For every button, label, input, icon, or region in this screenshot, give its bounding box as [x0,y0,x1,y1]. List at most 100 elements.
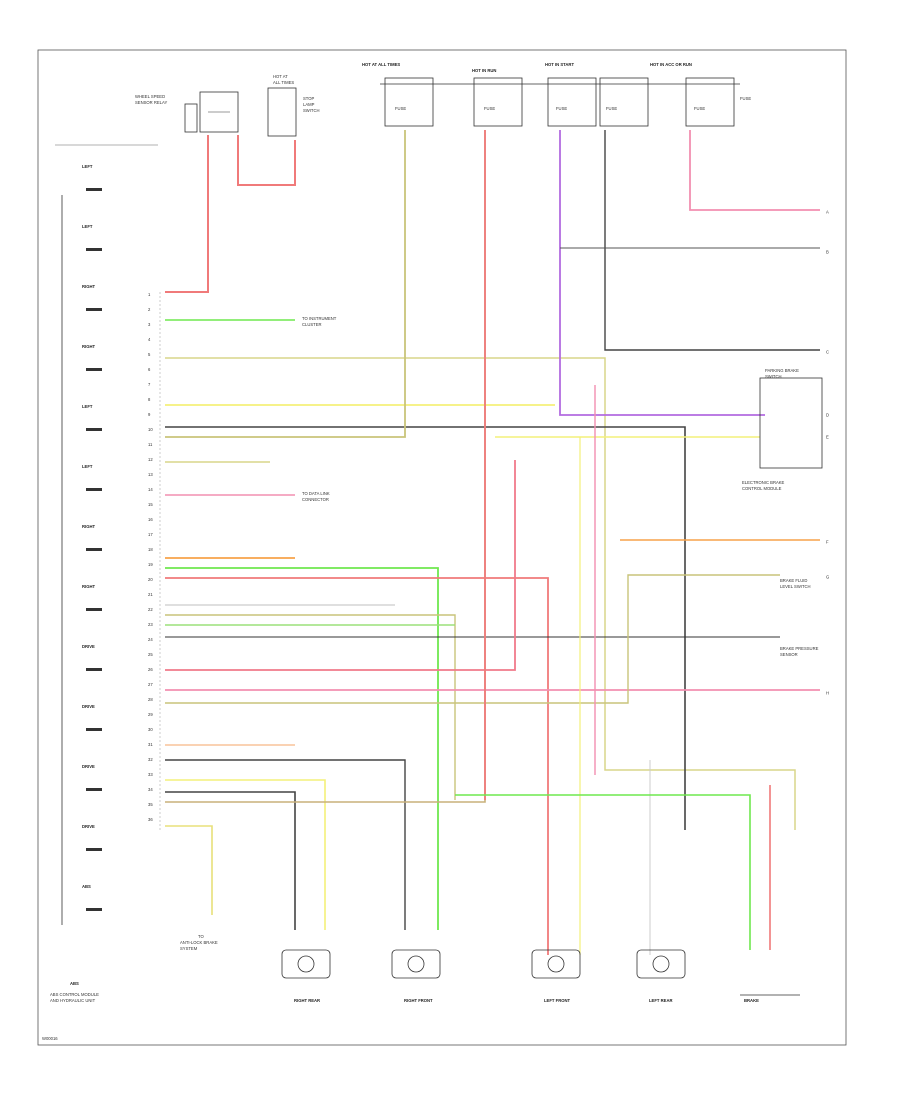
svg-text:CONTROL MODULE: CONTROL MODULE [742,486,782,491]
left-ecu-pin-mark [86,488,102,491]
svg-text:CONNECTOR: CONNECTOR [302,497,329,502]
right-switch-group: PARKING BRAKE SWITCH ELECTRONIC BRAKE CO… [742,368,823,657]
left-ecu-label: RIGHT [82,284,95,289]
left-ecu-label: RIGHT [82,344,95,349]
bottom-component-label: LEFT REAR [649,998,673,1003]
pin-label: 30 [148,727,153,732]
relay-box: WHEEL SPEED SENSOR RELAY [135,91,239,133]
pin-label: 7 [148,382,151,387]
bottom-component-label: RIGHT REAR [294,998,320,1003]
left-ecu-label: RIGHT [82,584,95,589]
left-ecu-pin-mark [86,248,102,251]
svg-text:PARKING BRAKE: PARKING BRAKE [765,368,799,373]
svg-text:FUSE: FUSE [556,106,567,111]
left-ecu-label: ABS [82,884,91,889]
sensor-icon [407,955,425,973]
sensor-icon [297,955,315,973]
left-ecu-pin-mark [86,368,102,371]
svg-text:BRAKE PRESSURE: BRAKE PRESSURE [780,646,819,651]
left-ecu-label: LEFT [82,224,93,229]
pin-label: 8 [148,397,151,402]
bottom-components: RIGHT REAR RIGHT FRONT LEFT FRONT LEFT REAR… [281,949,800,1003]
ecu-pin-column: 1234567891011121314151617181920212223242… [148,292,161,832]
pin-label: 17 [148,532,153,537]
left-ecu-pin-mark [86,548,102,551]
pin-label: 16 [148,517,153,522]
left-ecu-pin-mark [86,848,102,851]
pin-label: 14 [148,487,153,492]
svg-text:FUSE: FUSE [395,106,406,111]
pin-label: 18 [148,547,153,552]
top-label-0: HOT AT ALL TIMES [362,62,400,67]
svg-text:ALL TIMES: ALL TIMES [273,80,294,85]
svg-text:SWITCH: SWITCH [303,108,320,113]
left-ecu-pin-mark [86,788,102,791]
right-end-label: G [826,575,829,580]
svg-text:ANTI-LOCK BRAKE: ANTI-LOCK BRAKE [180,940,218,945]
left-ecu-label: LEFT [82,464,93,469]
pin-label: 22 [148,607,153,612]
right-end-label: H [826,691,829,696]
left-ecu-pin-mark [86,728,102,731]
left-ecu-label-stack: LEFTLEFTRIGHTRIGHTLEFTLEFTRIGHTRIGHTDRIV… [61,164,102,925]
svg-text:TO: TO [198,934,204,939]
left-ecu-pin-mark [86,608,102,611]
pin-label: 23 [148,622,153,627]
left-ecu-label: LEFT [82,164,93,169]
fuse-block: HOT AT ALL TIMES HOT IN RUN HOT IN START… [362,62,751,127]
svg-text:SENSOR: SENSOR [780,652,798,657]
right-end-label: D [826,413,829,418]
left-ecu-pin-mark [86,188,102,191]
pin-label: 3 [148,322,151,327]
sensor-icon [547,955,565,973]
top-label-2: HOT IN START [545,62,574,67]
pin-label: 1 [148,292,151,297]
right-end-label: A [826,210,829,215]
svg-text:ABS CONTROL MODULE: ABS CONTROL MODULE [50,992,99,997]
pin-label: 9 [148,412,151,417]
svg-text:FUSE: FUSE [740,96,751,101]
pin-label: 27 [148,682,153,687]
pin-label: 28 [148,697,153,702]
pin-label: 24 [148,637,153,642]
svg-text:FUSE: FUSE [484,106,495,111]
pin-label: 13 [148,472,153,477]
pin-label: 26 [148,667,153,672]
left-ecu-label: LEFT [82,404,93,409]
right-end-label: F [826,540,829,545]
pin-label: 5 [148,352,151,357]
pin-label: 20 [148,577,153,582]
pin-label: 2 [148,307,151,312]
right-end-label: E [826,435,829,440]
pin-label: 6 [148,367,151,372]
svg-text:AND HYDRAULIC UNIT: AND HYDRAULIC UNIT [50,998,96,1003]
right-end-label: C [826,350,829,355]
brake-switch-box: HOT AT ALL TIMES STOP LAMP SWITCH [267,74,320,137]
bottom-component-label: LEFT FRONT [544,998,570,1003]
left-ecu-pin-mark [86,668,102,671]
pin-label: 11 [148,442,153,447]
wheel-speed-sensor-box [281,949,331,979]
pin-label: 31 [148,742,153,747]
pin-label: 12 [148,457,153,462]
svg-text:HOT AT: HOT AT [273,74,288,79]
svg-text:FUSE: FUSE [694,106,705,111]
wheel-speed-sensor-box [391,949,441,979]
left-ecu-pin-mark [86,908,102,911]
svg-text:SYSTEM: SYSTEM [180,946,198,951]
top-label-1: HOT IN RUN [472,68,496,73]
svg-text:FUSE: FUSE [606,106,617,111]
pin-label: 19 [148,562,153,567]
svg-text:TO DATA LINK: TO DATA LINK [302,491,330,496]
pin-label: 10 [148,427,153,432]
svg-text:STOP: STOP [303,96,315,101]
pin-label: 33 [148,772,153,777]
wheel-speed-sensor-box [531,949,581,979]
diagram-frame [37,49,847,1046]
svg-text:BRAKE FLUID: BRAKE FLUID [780,578,807,583]
right-end-label: B [826,250,829,255]
pin-label: 29 [148,712,153,717]
svg-text:TO INSTRUMENT: TO INSTRUMENT [302,316,337,321]
bottom-component-label: RIGHT FRONT [404,998,433,1003]
pin-label: 25 [148,652,153,657]
